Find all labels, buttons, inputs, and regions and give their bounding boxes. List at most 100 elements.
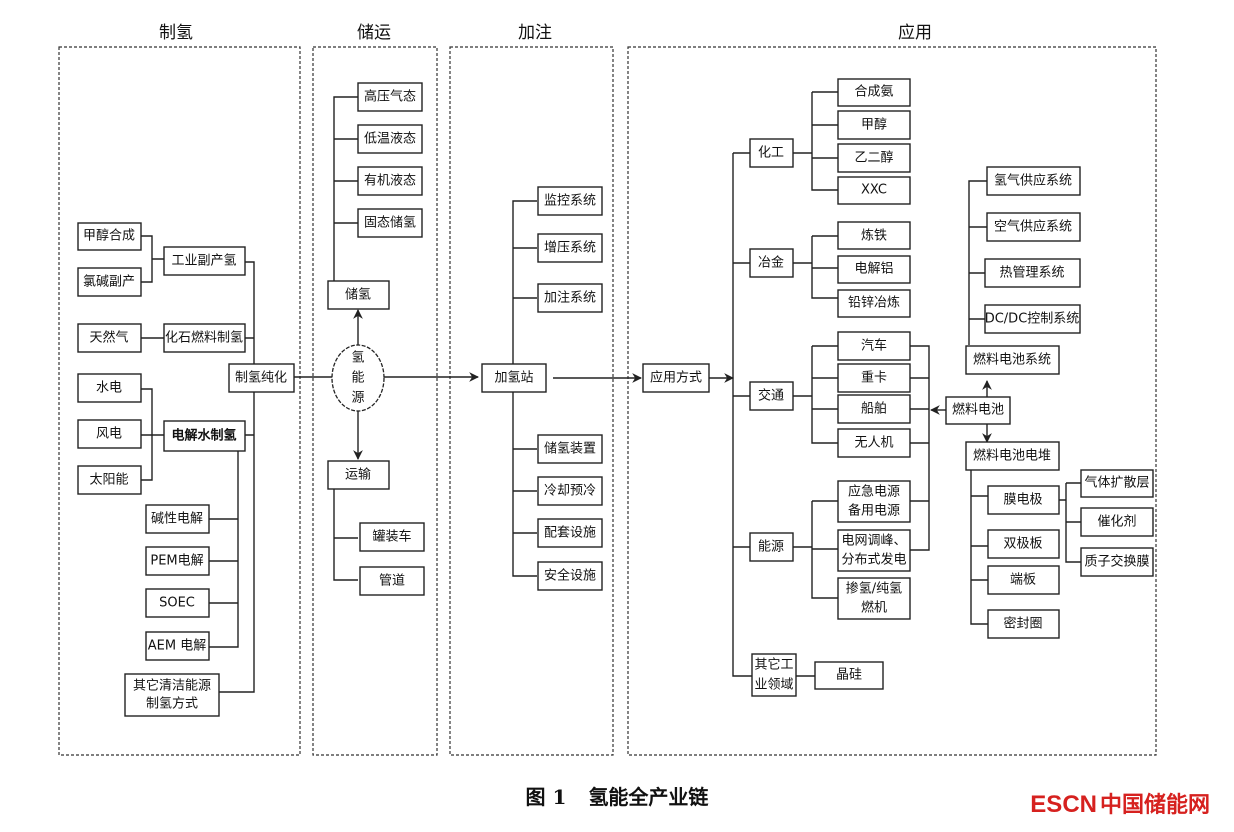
node-xxx: XXC <box>837 176 911 205</box>
svg-text:膜电极: 膜电极 <box>1003 493 1042 508</box>
node-chlor-alkali: 氯碱副产 <box>77 267 142 297</box>
figure-number: 图 1 <box>525 785 567 809</box>
svg-text:甲醇合成: 甲醇合成 <box>83 228 135 244</box>
svg-text:燃机: 燃机 <box>861 600 887 616</box>
node-bipolar-plate: 双极板 <box>987 529 1060 559</box>
node-safety-facilities: 安全设施 <box>537 561 603 591</box>
node-ammonia: 合成氨 <box>837 78 911 107</box>
svg-text:化工: 化工 <box>758 146 784 161</box>
svg-text:化石燃料制氢: 化石燃料制氢 <box>165 330 243 346</box>
node-water-electrolysis: 电解水制氢 <box>163 420 246 452</box>
node-gas-diffusion-layer: 气体扩散层 <box>1080 469 1154 498</box>
node-high-pressure-gas: 高压气态 <box>357 82 423 112</box>
svg-text:电解铝: 电解铝 <box>854 262 893 277</box>
svg-text:储氢: 储氢 <box>345 288 371 303</box>
svg-text:燃料电池系统: 燃料电池系统 <box>973 352 1051 368</box>
node-fuel-cell: 燃料电池 <box>945 396 1011 425</box>
node-pipeline: 管道 <box>359 566 425 596</box>
node-polysilicon: 晶硅 <box>814 661 884 690</box>
svg-text:冷却预冷: 冷却预冷 <box>544 484 596 499</box>
node-aem-electrolysis: AEM 电解 <box>145 631 210 661</box>
node-tube-trailer: 罐装车 <box>359 522 425 552</box>
svg-text:安全设施: 安全设施 <box>544 568 596 584</box>
svg-text:掺氢/纯氢: 掺氢/纯氢 <box>846 581 902 597</box>
figure-title: 氢能全产业链 <box>588 785 709 809</box>
node-catalyst: 催化剂 <box>1080 507 1154 537</box>
node-solid-storage: 固态储氢 <box>357 208 423 238</box>
svg-text:高压气态: 高压气态 <box>364 89 416 105</box>
node-fossil-fuel-h2: 化石燃料制氢 <box>163 323 246 353</box>
svg-text:冶金: 冶金 <box>758 255 784 271</box>
svg-text:有机液态: 有机液态 <box>364 174 416 189</box>
section-title-production: 制氢 <box>159 23 193 43</box>
section-frame-storage <box>312 46 438 756</box>
node-chemical: 化工 <box>749 138 794 168</box>
node-compression-system: 增压系统 <box>537 233 603 263</box>
svg-text:水电: 水电 <box>96 381 122 396</box>
svg-text:备用电源: 备用电源 <box>848 503 900 519</box>
svg-text:电解水制氢: 电解水制氢 <box>171 428 236 444</box>
node-zinc-smelting: 铅锌冶炼 <box>837 289 911 318</box>
node-cryogenic-liquid: 低温液态 <box>357 124 423 154</box>
svg-text:PEM电解: PEM电解 <box>150 554 203 569</box>
svg-text:加注系统: 加注系统 <box>544 291 596 306</box>
svg-text:制氢纯化: 制氢纯化 <box>235 371 287 386</box>
node-natural-gas: 天然气 <box>77 323 142 353</box>
svg-text:双极板: 双极板 <box>1003 537 1042 552</box>
node-h2-station: 加氢站 <box>481 363 547 393</box>
svg-text:电网调峰、: 电网调峰、 <box>841 534 906 549</box>
svg-text:重卡: 重卡 <box>861 370 887 386</box>
node-fuel-cell-stack: 燃料电池电堆 <box>965 441 1060 471</box>
svg-text:氢气供应系统: 氢气供应系统 <box>994 173 1072 189</box>
svg-text:XXC: XXC <box>861 183 887 198</box>
svg-text:汽车: 汽车 <box>861 338 887 354</box>
node-organic-liquid: 有机液态 <box>357 166 423 196</box>
svg-text:工业副产氢: 工业副产氢 <box>171 254 236 269</box>
svg-text:配套设施: 配套设施 <box>544 525 596 541</box>
svg-text:AEM 电解: AEM 电解 <box>148 639 206 654</box>
svg-text:晶硅: 晶硅 <box>836 668 862 683</box>
node-proton-exchange-membrane: 质子交换膜 <box>1080 547 1154 577</box>
svg-text:SOEC: SOEC <box>159 596 195 611</box>
svg-text:乙二醇: 乙二醇 <box>854 150 893 166</box>
node-air-supply-system: 空气供应系统 <box>986 212 1081 242</box>
svg-text:质子交换膜: 质子交换膜 <box>1084 554 1149 570</box>
svg-text:气体扩散层: 气体扩散层 <box>1084 475 1149 491</box>
node-transport: 运输 <box>327 460 390 490</box>
svg-text:端板: 端板 <box>1010 573 1036 588</box>
node-ethylene-glycol: 乙二醇 <box>837 143 911 173</box>
svg-text:管道: 管道 <box>379 574 405 589</box>
node-storage-equipment: 储氢装置 <box>537 434 603 464</box>
svg-text:其它清洁能源: 其它清洁能源 <box>133 678 211 694</box>
logo-chinese-text: 中国储能网 <box>1099 793 1210 818</box>
svg-text:运输: 运输 <box>345 467 371 483</box>
svg-text:应急电源: 应急电源 <box>848 484 900 500</box>
node-control-system: 监控系统 <box>537 186 603 216</box>
connectors <box>141 91 1081 693</box>
node-truck: 重卡 <box>837 363 911 393</box>
figure-caption: 图 1 氢能全产业链 <box>0 781 1234 810</box>
svg-text:碱性电解: 碱性电解 <box>151 512 203 527</box>
svg-text:空气供应系统: 空气供应系统 <box>994 219 1072 235</box>
svg-text:应用方式: 应用方式 <box>650 370 702 386</box>
svg-text:加氢站: 加氢站 <box>494 371 533 386</box>
hydrogen-industry-chain-diagram: 制氢 储运 加注 应用 <box>58 23 1157 756</box>
node-alkaline-electrolysis: 碱性电解 <box>145 504 210 534</box>
node-car: 汽车 <box>837 331 911 361</box>
svg-text:增压系统: 增压系统 <box>544 241 596 256</box>
svg-text:密封圈: 密封圈 <box>1003 616 1042 632</box>
node-electrolytic-aluminum: 电解铝 <box>837 255 911 284</box>
svg-text:DC/DC控制系统: DC/DC控制系统 <box>985 312 1080 327</box>
svg-text:固态储氢: 固态储氢 <box>364 216 416 231</box>
svg-text:太阳能: 太阳能 <box>89 473 128 488</box>
svg-text:合成氨: 合成氨 <box>854 85 893 100</box>
node-ship: 船舶 <box>837 394 911 424</box>
node-energy: 能源 <box>749 532 794 562</box>
node-methanol-synthesis: 甲醇合成 <box>77 222 142 251</box>
svg-text:监控系统: 监控系统 <box>544 194 596 209</box>
svg-text:低温液态: 低温液态 <box>364 132 416 147</box>
